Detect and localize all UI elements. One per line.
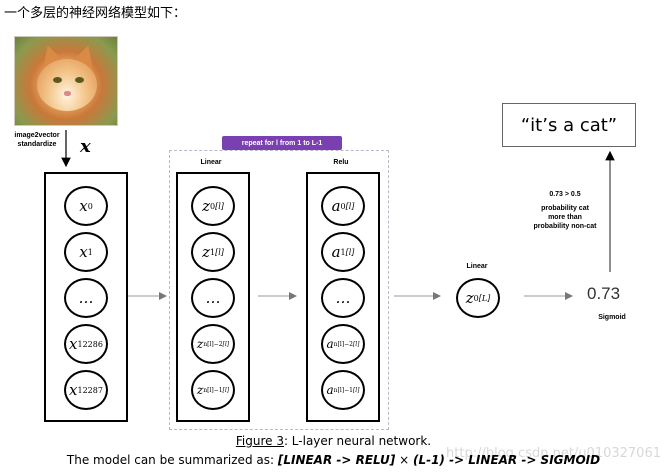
model-summary: The model can be summarized as: [LINEAR … [66, 453, 601, 467]
repeat-label: repeat for l from 1 to L-1 [222, 136, 342, 150]
input-vector-label: x [80, 136, 91, 157]
a-node: … [321, 278, 365, 318]
output-probability: 0.73 [587, 284, 621, 303]
sigmoid-label: Sigmoid [598, 314, 626, 321]
watermark: http://blog.csdn.net/u010327061 [446, 446, 661, 461]
image2vector-label: image2vector standardize [14, 132, 60, 148]
figure-caption-text: : L-layer neural network. [283, 434, 432, 448]
figure-number: Figure 3 [235, 434, 284, 448]
intro-text: 一个多层的神经网络模型如下： [4, 6, 187, 21]
figure-caption: Figure 3: L-layer neural network. [0, 434, 667, 448]
repeat-region [169, 150, 389, 430]
final-linear-title: Linear [466, 263, 488, 270]
result-box: “it’s a cat” [502, 103, 636, 147]
input-node: … [64, 278, 108, 318]
z-node: … [191, 278, 235, 318]
cat-photo [14, 36, 118, 126]
linear-column-title: Linear [200, 159, 222, 166]
decision-note: 0.73 > 0.5 probability cat more than pro… [533, 191, 597, 230]
relu-column-title: Relu [333, 159, 349, 166]
